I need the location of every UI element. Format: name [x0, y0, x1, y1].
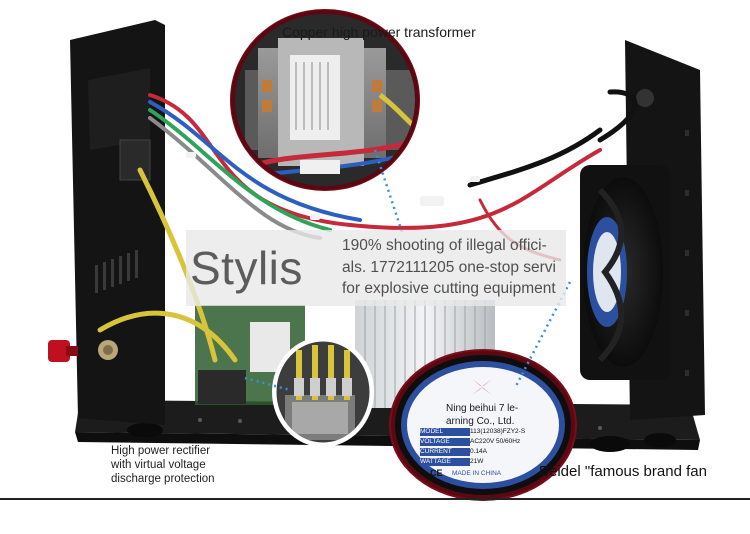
fan-spec-row: MODEL 113(12038)FZY2-S — [420, 427, 550, 437]
fan-spec-row: VOLTAGE AC220V 50/60Hz — [420, 437, 550, 447]
cooling-fan — [580, 165, 670, 380]
fan-spec-value: 21W — [470, 458, 484, 465]
watermark-panel — [186, 230, 566, 306]
fan-spec-key: WATTAGE — [420, 458, 451, 465]
brand-watermark: Stylis — [190, 242, 303, 294]
fan-spec-row: WATTAGE 21W — [420, 457, 550, 467]
fan-spec-key: CURRENT — [420, 448, 452, 455]
watermark-line: 190% shooting of illegal offici- — [342, 237, 547, 254]
fan-sticker-line: Ning beihui 7 le- — [446, 403, 519, 414]
fan-spec-value: 113(12038)FZY2-S — [470, 428, 526, 435]
red-knob — [48, 340, 70, 362]
fan-spec-table: MODEL 113(12038)FZY2-S VOLTAGE AC220V 50/6… — [420, 427, 550, 467]
bottom-divider — [0, 498, 750, 500]
rectifier-caption-line: with virtual voltage — [111, 459, 206, 471]
watermark-text: 190% shooting of illegal offici- als. 17… — [342, 235, 568, 300]
fan-spec-value: AC220V 50/60Hz — [470, 438, 521, 445]
fan-spec-key: VOLTAGE — [420, 438, 450, 445]
rectifier-caption-line: High power rectifier — [111, 445, 211, 457]
fan-sticker-maker: Ning beihui 7 le- arning Co., Ltd. — [446, 402, 556, 428]
fan-spec-row: CURRENT 0.14A — [420, 447, 550, 457]
magnifier-rectifier — [272, 337, 374, 447]
watermark-line: for explosive cutting equipment — [342, 280, 556, 297]
magnifier-transformer — [230, 9, 420, 191]
fan-sticker-line: arning Co., Ltd. — [446, 416, 515, 427]
fan-spec-value: 0.14A — [470, 448, 487, 455]
transformer-caption: Copper high power transformer — [282, 24, 476, 40]
rectifier-caption: High power rectifier with virtual voltag… — [111, 444, 271, 486]
watermark-line: als. 1772111205 one-stop servi — [342, 258, 556, 276]
fan-spec-key: MODEL — [420, 428, 444, 435]
ce-mark: CE — [430, 468, 443, 478]
made-in-label: MADE IN CHINA — [452, 470, 502, 477]
rectifier-caption-line: discharge protection — [111, 473, 215, 485]
magnifier-fan-label — [389, 349, 577, 501]
fan-caption: Beidel "famous brand fan — [539, 463, 707, 480]
